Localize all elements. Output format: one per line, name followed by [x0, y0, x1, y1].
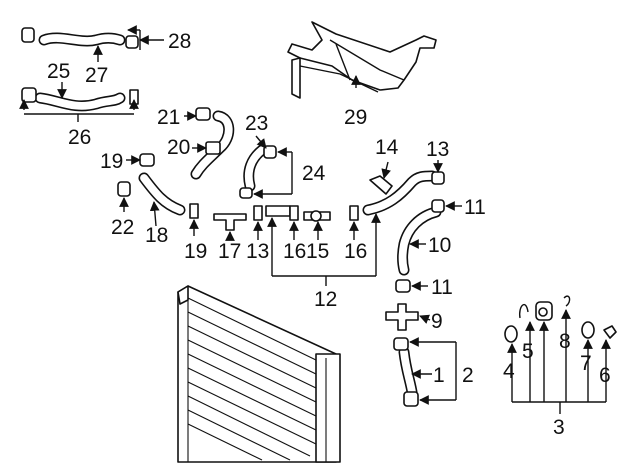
- callout-4: 4: [503, 360, 515, 383]
- callout-18: 18: [145, 224, 168, 247]
- callout-2: 2: [462, 364, 474, 387]
- callout-24: 24: [302, 162, 326, 185]
- callout-7: 7: [580, 352, 592, 375]
- callout-3: 3: [553, 416, 565, 439]
- callout-9: 9: [431, 310, 443, 333]
- callout-1: 1: [433, 364, 445, 387]
- callout-16-left: 16: [283, 240, 306, 263]
- callout-29: 29: [344, 106, 367, 129]
- callout-20: 20: [167, 136, 190, 159]
- callout-8: 8: [559, 330, 571, 353]
- callout-16-right: 16: [344, 240, 367, 263]
- radiator: [177, 285, 341, 463]
- callout-6: 6: [599, 364, 611, 387]
- clamps: [21, 27, 617, 407]
- callout-19-upper: 19: [100, 150, 123, 173]
- callout-26: 26: [68, 126, 91, 149]
- hoses: [34, 32, 442, 398]
- callout-13-lower: 13: [246, 240, 269, 263]
- callout-22: 22: [111, 216, 134, 239]
- callout-13-upper: 13: [426, 138, 449, 161]
- callout-23: 23: [245, 112, 268, 135]
- leader-lines: [19, 25, 611, 414]
- callouts: 1 2 3 4 5 6 7 8 9 10 11 11 12 13 13 14 1…: [47, 30, 611, 439]
- callout-10: 10: [428, 234, 451, 257]
- callout-21: 21: [157, 106, 180, 129]
- callout-25: 25: [47, 60, 70, 83]
- callout-12: 12: [314, 288, 337, 311]
- callout-28: 28: [168, 30, 191, 53]
- callout-11-lower: 11: [431, 276, 453, 299]
- callout-27: 27: [85, 64, 108, 87]
- callout-19-lower: 19: [184, 240, 207, 263]
- callout-15: 15: [306, 240, 329, 263]
- support-bracket: [287, 21, 437, 99]
- callout-11-upper: 11: [464, 196, 486, 219]
- callout-17: 17: [218, 240, 241, 263]
- callout-5: 5: [522, 340, 534, 363]
- callout-14: 14: [375, 136, 399, 159]
